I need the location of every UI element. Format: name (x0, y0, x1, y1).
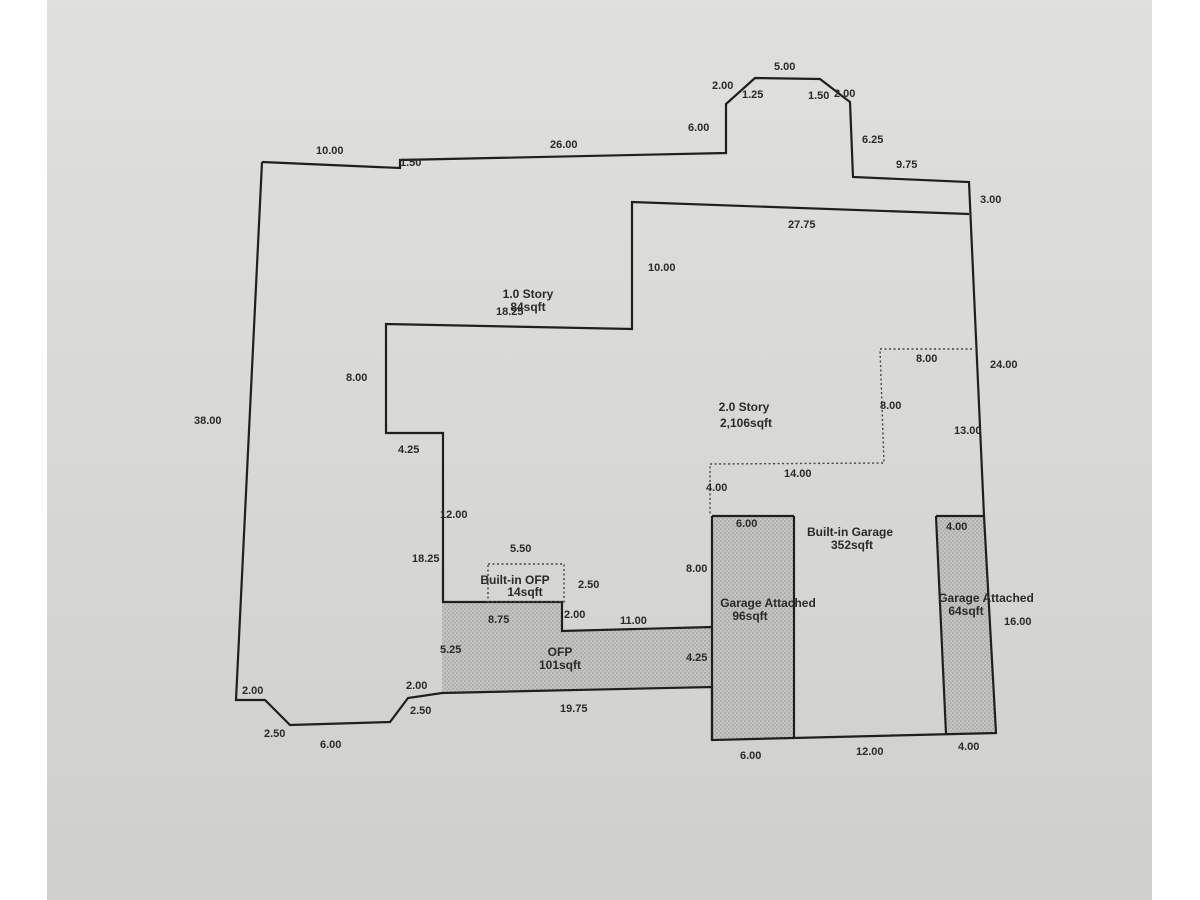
dim-label: 4.25 (398, 444, 419, 456)
two-story-dotted-boundary (709, 348, 972, 516)
dim-label: 26.00 (550, 139, 578, 151)
dim-label: 2.00 (712, 80, 733, 92)
dim-label: 6.00 (688, 122, 709, 134)
ofp-area-fill (442, 602, 712, 693)
garage-attached-left-fill (712, 516, 794, 738)
area-label-builtin-garage: Built-in Garage (807, 525, 893, 539)
dim-label: 2.00 (564, 609, 585, 621)
area-sqft-ofp: 101sqft (539, 658, 581, 672)
dim-label: 2.50 (410, 705, 431, 717)
dim-label: 8.00 (346, 372, 367, 384)
dim-label: 1.50 (808, 90, 829, 102)
dim-label: 18.25 (496, 306, 524, 318)
dim-label: 6.25 (862, 134, 883, 146)
area-sqft-garage-attached-left: 96sqft (732, 609, 767, 623)
dim-label: 18.25 (412, 553, 440, 565)
dim-label: 11.00 (620, 615, 647, 627)
garage-attached-right-fill (936, 516, 996, 734)
dim-label: 4.00 (958, 741, 979, 753)
dim-label: 1.25 (742, 89, 763, 101)
dim-label: 6.00 (736, 518, 757, 530)
area-sqft-builtin-garage: 352sqft (831, 538, 873, 552)
area-label-two-story: 2.0 Story (719, 400, 770, 414)
dim-label: 38.00 (194, 415, 222, 427)
dim-label: 12.00 (440, 509, 468, 521)
dim-label: 2.50 (578, 579, 599, 591)
dim-label: 4.00 (946, 521, 967, 533)
area-label-one-story: 1.0 Story (503, 287, 554, 301)
dim-label: 1.50 (400, 157, 421, 169)
dim-label: 6.00 (740, 750, 761, 762)
garage-attached-right-inner-wall (934, 515, 948, 735)
dim-label: 5.00 (774, 61, 795, 73)
dim-label: 4.00 (706, 482, 727, 494)
area-sqft-one-story: 84sqft (510, 300, 545, 314)
dim-label: 12.00 (856, 746, 884, 758)
area-sqft-two-story: 2,106sqft (720, 416, 772, 430)
dim-label: 9.75 (896, 159, 917, 171)
builtin-ofp-dotted-box (487, 563, 565, 603)
dim-label: 8.75 (488, 614, 509, 626)
dim-label: 10.00 (316, 145, 344, 157)
area-label-builtin-ofp: Built-in OFP (480, 573, 549, 587)
dim-label: 14.00 (784, 468, 812, 480)
dim-label: 4.25 (686, 652, 707, 664)
dim-label: 3.00 (980, 194, 1001, 206)
dim-label: 27.75 (788, 219, 816, 231)
paper-sheet (47, 0, 1152, 900)
dim-label: 19.75 (560, 703, 588, 715)
dim-label: 8.00 (916, 353, 937, 365)
dim-label: 6.00 (320, 739, 341, 751)
dim-label: 2.00 (406, 680, 427, 692)
dim-label: 10.00 (648, 262, 676, 274)
dim-label: 2.50 (264, 728, 285, 740)
dim-label: 5.50 (510, 543, 531, 555)
area-label-garage-attached-left: Garage Attached (720, 596, 816, 610)
dim-label: 5.25 (440, 644, 461, 656)
dim-label: 8.00 (880, 400, 901, 412)
dim-label: 13.00 (954, 425, 982, 437)
dim-label: 2.00 (242, 685, 263, 697)
dim-label: 2.00 (834, 88, 855, 100)
area-label-garage-attached-right: Garage Attached (938, 591, 1034, 605)
area-sqft-garage-attached-right: 64sqft (948, 604, 983, 618)
dim-label: 16.00 (1004, 616, 1032, 628)
dim-label: 24.00 (990, 359, 1018, 371)
area-label-ofp: OFP (548, 645, 573, 659)
dim-label: 8.00 (686, 563, 707, 575)
one-story-partition (384, 200, 970, 633)
area-sqft-builtin-ofp: 14sqft (507, 585, 542, 599)
